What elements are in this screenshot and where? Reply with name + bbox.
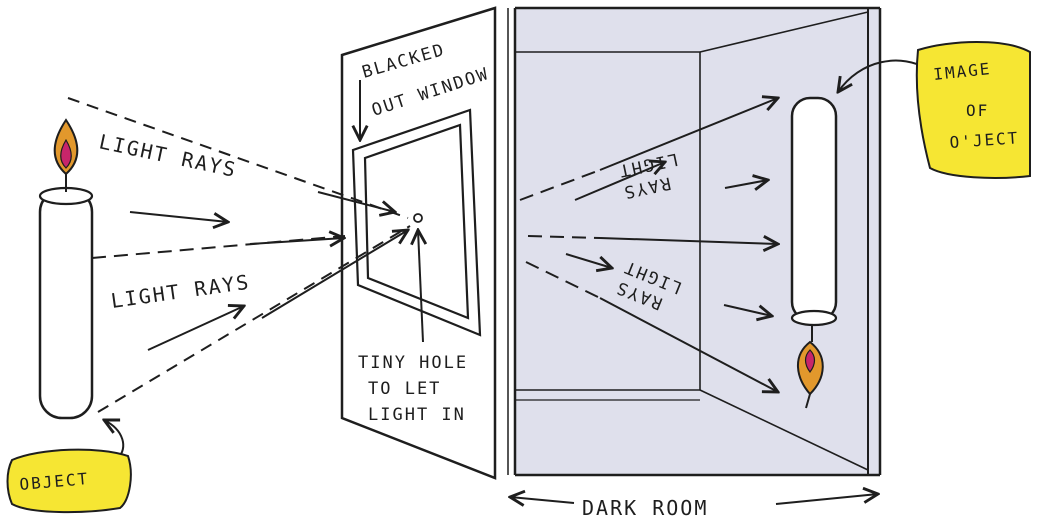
tiny-hole-label-3: LIGHT IN [368,405,466,425]
image-of-object-tag: IMAGE OF O'JECT [915,41,1031,179]
dark-room-dimension [510,494,878,504]
object-tag: OBJECT [6,448,132,514]
candle-object [38,118,94,420]
image-tag-line2: OF [966,101,989,120]
light-rays-label-lower: LIGHT RAYS [109,270,251,313]
outside-light-rays [67,97,410,413]
tiny-hole [413,213,423,223]
tiny-hole-label-2: TO LET [368,379,441,399]
inside-light-rays [519,98,778,392]
light-rays-label-upper: LIGHT RAYS [97,129,239,182]
tiny-hole-label-1: TINY HOLE [358,353,468,373]
image-tag-line3: O'JECT [949,128,1020,152]
blacked-out-window-frame [351,108,482,337]
inverted-candle-image [790,96,838,409]
dark-room-label: DARK ROOM [582,496,708,520]
